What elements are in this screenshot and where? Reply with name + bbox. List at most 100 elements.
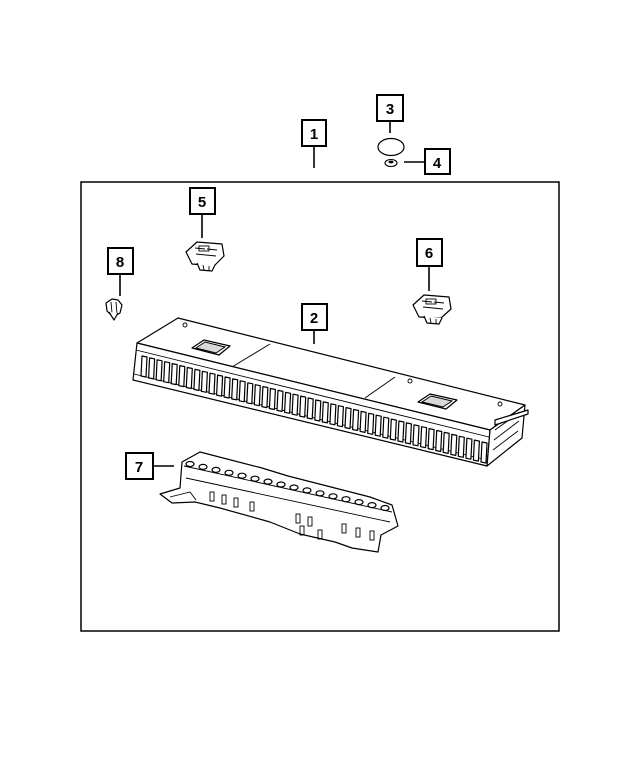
panel-rib: [389, 418, 397, 441]
tray-bump: [198, 463, 208, 470]
tray-slot: [299, 525, 305, 536]
callout-2[interactable]: 2: [301, 303, 328, 344]
tray-bump: [276, 481, 286, 488]
panel-rib: [450, 433, 458, 456]
panel-rib: [412, 424, 420, 447]
panel-rib: [170, 363, 178, 386]
callout-1[interactable]: 1: [301, 119, 327, 168]
panel-rib: [276, 389, 284, 412]
tray-bump: [302, 487, 312, 494]
callout-5[interactable]: 5: [189, 187, 216, 238]
tray-bump: [237, 472, 247, 479]
panel-rib: [253, 384, 261, 407]
callout-8-label: 8: [116, 254, 124, 271]
panel-rib: [480, 441, 488, 464]
part-2-load-floor-panel: [132, 317, 529, 467]
callout-1-label: 1: [310, 126, 318, 143]
panel-rib: [321, 401, 329, 424]
part-6-retainer-clip: [412, 294, 452, 325]
tray-slot: [221, 494, 227, 505]
callout-7-label: 7: [135, 459, 143, 476]
tray-bump: [289, 484, 299, 491]
tray-slot: [295, 513, 301, 524]
callout-3[interactable]: 3: [376, 94, 404, 133]
panel-rib: [185, 366, 193, 390]
tray-slot: [355, 527, 361, 538]
part-5-retainer-clip: [185, 241, 225, 272]
panel-rib: [231, 378, 239, 401]
tray-bump: [367, 502, 377, 509]
callout-5-label: 5: [198, 194, 206, 211]
panel-rib: [344, 407, 352, 430]
callout-7[interactable]: 7: [125, 452, 174, 480]
tray-slot: [249, 501, 255, 512]
tray-bump: [380, 504, 390, 512]
panel-rib: [208, 372, 216, 395]
tray-bump: [328, 493, 338, 500]
tray-bump: [211, 466, 221, 473]
tray-slot: [317, 529, 323, 540]
panel-rib: [291, 393, 299, 416]
tray-bump: [315, 490, 325, 497]
callout-8[interactable]: 8: [107, 247, 134, 296]
tray-slot: [369, 530, 375, 541]
panel-rib: [382, 416, 390, 439]
panel-rib: [284, 391, 292, 414]
panel-rib: [336, 405, 344, 428]
panel-rib: [178, 365, 186, 388]
part-7-support-tray: [159, 451, 399, 553]
panel-rib: [261, 386, 269, 409]
tray-bump: [250, 475, 260, 482]
tray-bump: [185, 460, 195, 468]
panel-rib: [216, 374, 224, 397]
tray-bump: [341, 496, 351, 503]
tray-slot: [307, 516, 313, 527]
callout-6-label: 6: [425, 245, 433, 262]
panel-rib: [268, 387, 276, 411]
tray-bump: [263, 478, 273, 485]
panel-rib: [427, 428, 435, 451]
panel-rib: [314, 399, 322, 422]
tray-slot: [341, 523, 347, 534]
assembly-frame: [80, 181, 560, 632]
panel-rib: [359, 410, 367, 433]
panel-rib: [435, 429, 443, 453]
panel-rib: [299, 395, 307, 418]
panel-rib: [329, 403, 337, 426]
part-3-gasket: [377, 137, 405, 157]
tray-bump: [354, 499, 364, 506]
callout-4[interactable]: 4: [404, 148, 451, 175]
panel-rib: [352, 408, 360, 432]
panel-ribs: [140, 355, 488, 464]
panel-rib: [404, 422, 412, 445]
panel-rib: [223, 376, 231, 399]
part-8-push-pin: [105, 298, 123, 321]
tray-slot: [209, 491, 215, 502]
tray-bumps: [185, 460, 390, 512]
callout-4-label: 4: [433, 155, 442, 172]
panel-rib: [442, 431, 450, 454]
tray-bump: [224, 469, 234, 476]
panel-rib: [148, 357, 156, 380]
panel-rib: [163, 361, 171, 384]
callout-2-label: 2: [310, 310, 318, 327]
panel-rib: [155, 359, 163, 382]
callout-3-label: 3: [386, 101, 394, 118]
tray-slot: [233, 497, 239, 508]
panel-rib: [238, 380, 246, 403]
panel-rib: [193, 368, 201, 391]
part-4-nut: [384, 158, 398, 168]
tray-slots: [209, 491, 375, 541]
panel-rib: [397, 420, 405, 443]
panel-rib: [374, 414, 382, 437]
panel-rib: [420, 426, 428, 449]
panel-rib: [367, 412, 375, 435]
panel-rib: [200, 370, 208, 393]
panel-rib: [457, 435, 465, 458]
panel-rib: [306, 397, 314, 420]
callout-6[interactable]: 6: [416, 238, 443, 291]
panel-rib: [140, 355, 148, 378]
panel-rib: [246, 382, 254, 405]
panel-rib: [472, 439, 480, 462]
